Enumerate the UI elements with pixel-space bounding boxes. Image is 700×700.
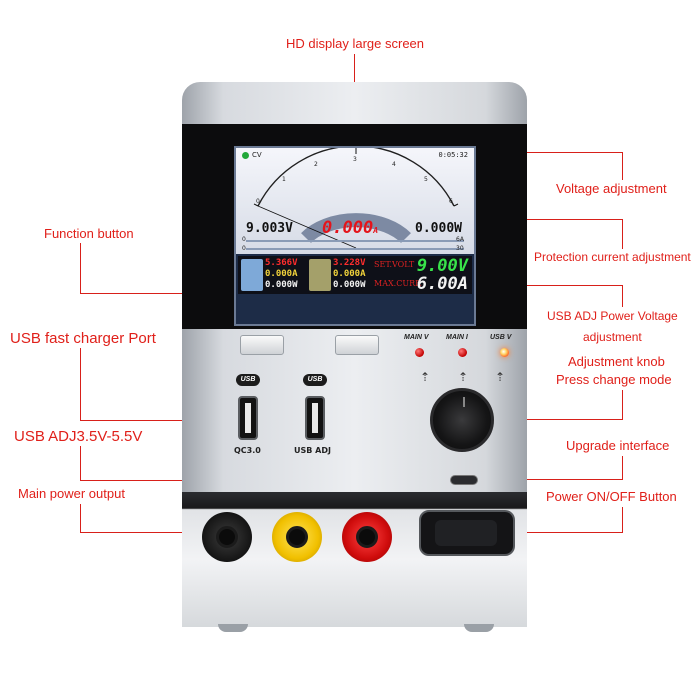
power-supply-device: CV 0:05:32 0 1 2 3 4 5 6 9.003V 0.000A 0… <box>182 82 527 632</box>
leader-power-bottom <box>490 532 623 533</box>
scale-tick-3: 3 <box>353 156 357 163</box>
led-main-v <box>415 348 424 357</box>
bar-right-top: 6A <box>456 236 464 243</box>
qc-port-panel: 5.366V 0.000A 0.000W <box>238 256 306 294</box>
leader-usbv-top <box>504 285 623 286</box>
main-current-value: 0.000 <box>322 218 374 238</box>
adj-usb-icon <box>309 259 331 291</box>
adj-current: 0.000A <box>333 269 366 279</box>
leader-power-right <box>622 507 623 533</box>
setpoint-panel: SET.VOLT 9.00V MAX.CURR 6.00A <box>372 256 472 294</box>
led-usb-v <box>500 348 509 357</box>
adj-port-label: USB ADJ <box>294 446 331 455</box>
leader-fast-charger-left <box>80 348 81 420</box>
device-foot <box>464 624 494 632</box>
led-label-main-i: MAIN I <box>446 334 468 341</box>
cv-indicator-dot <box>242 152 249 159</box>
upgrade-port[interactable] <box>450 475 478 485</box>
main-voltage-readout: 9.003V <box>246 221 293 236</box>
callout-voltage-adjustment: Voltage adjustment <box>556 181 667 196</box>
leader-upgrade-bottom <box>480 479 623 480</box>
post-socket <box>286 526 308 548</box>
callout-upgrade-interface: Upgrade interface <box>566 438 670 453</box>
led-main-i <box>458 348 467 357</box>
max-curr-label: MAX.CURR <box>374 279 422 288</box>
binding-post-yellow[interactable] <box>272 512 322 562</box>
leader-main-output-bottom <box>80 532 230 533</box>
hd-display: CV 0:05:32 0 1 2 3 4 5 6 9.003V 0.000A 0… <box>234 146 476 326</box>
post-socket <box>216 526 238 548</box>
callout-function-button: Function button <box>44 226 134 241</box>
leader-voltage-right <box>622 152 623 180</box>
device-foot <box>218 624 248 632</box>
leader-knob-bottom <box>467 419 623 420</box>
callout-main-power-output: Main power output <box>18 486 125 501</box>
led-label-usb-v: USB V <box>490 334 512 341</box>
scale-tick-5: 5 <box>424 176 428 183</box>
leader-protection-right <box>622 219 623 249</box>
binding-post-black[interactable] <box>202 512 252 562</box>
adj-power: 0.000W <box>333 280 366 290</box>
analog-meter: CV 0:05:32 0 1 2 3 4 5 6 9.003V 0.000A 0… <box>236 148 474 254</box>
usb-logo-icon: USB <box>236 374 260 386</box>
leader-protection-top <box>462 219 623 220</box>
adj-port-panel: 3.228V 0.000A 0.000W <box>306 256 372 294</box>
post-socket <box>356 526 378 548</box>
qc-usb-icon <box>241 259 263 291</box>
max-curr-value: 6.00A <box>416 274 468 294</box>
function-button-right[interactable] <box>335 335 379 355</box>
leader-fast-charger-bottom <box>80 420 245 421</box>
set-volt-label: SET.VOLT <box>374 260 415 269</box>
mode-label: CV <box>252 151 262 159</box>
scale-tick-4: 4 <box>392 161 396 168</box>
leader-usbv-right <box>622 285 623 307</box>
scale-tick-0: 0 <box>256 198 260 205</box>
knob-indicator <box>463 397 465 407</box>
bar-left-bottom: 0 <box>242 245 246 252</box>
callout-hd-display: HD display large screen <box>286 36 425 51</box>
leader-knob-right <box>622 390 623 420</box>
callout-press-change-mode: Press change mode <box>556 372 672 387</box>
usb-adj-port[interactable] <box>305 396 325 440</box>
arrow-up-icon: ⇡ <box>420 370 431 384</box>
qc-current: 0.000A <box>265 269 298 279</box>
usb-qc-port[interactable] <box>238 396 258 440</box>
callout-usb-adj-range: USB ADJ3.5V-5.5V <box>14 428 143 445</box>
arrow-up-icon: ⇡ <box>458 370 469 384</box>
main-current-unit: A <box>373 226 379 235</box>
power-button[interactable] <box>419 510 515 556</box>
scale-tick-2: 2 <box>314 161 318 168</box>
arrow-up-icon: ⇡ <box>495 370 506 384</box>
set-volt-value: 9.00V <box>416 256 468 276</box>
scale-tick-6: 6 <box>449 198 453 205</box>
callout-usb-adj-power-2: adjustment <box>583 330 642 344</box>
adj-voltage: 3.228V <box>333 258 366 268</box>
leader-function-bottom <box>80 293 266 294</box>
bar-right-bottom: 30 <box>456 245 464 252</box>
callout-power-button: Power ON/OFF Button <box>546 489 677 504</box>
bar-left-top: 0 <box>242 236 246 243</box>
leader-function-left <box>80 243 81 293</box>
callout-protection-current: Protection current adjustment <box>534 250 691 264</box>
qc-power: 0.000W <box>265 280 298 290</box>
scale-tick-1: 1 <box>282 176 286 183</box>
leader-usb-adj-left <box>80 446 81 480</box>
usb-logo-icon: USB <box>303 374 327 386</box>
callout-adjustment-knob: Adjustment knob <box>568 354 665 369</box>
qc-port-label: QC3.0 <box>234 446 261 455</box>
main-current-readout: 0.000A <box>322 218 378 238</box>
binding-post-red[interactable] <box>342 512 392 562</box>
clock-readout: 0:05:32 <box>438 151 468 159</box>
function-button-left[interactable] <box>240 335 284 355</box>
leader-upgrade-right <box>622 456 623 480</box>
adjustment-knob[interactable] <box>430 388 494 452</box>
callout-usb-fast-charger: USB fast charger Port <box>10 330 156 347</box>
led-label-main-v: MAIN V <box>404 334 429 341</box>
qc-voltage: 5.366V <box>265 258 298 268</box>
main-power-readout: 0.000W <box>415 221 462 236</box>
leader-main-output-left <box>80 504 81 532</box>
callout-usb-adj-power: USB ADJ Power Voltage <box>547 309 678 323</box>
meter-arc <box>246 148 464 250</box>
